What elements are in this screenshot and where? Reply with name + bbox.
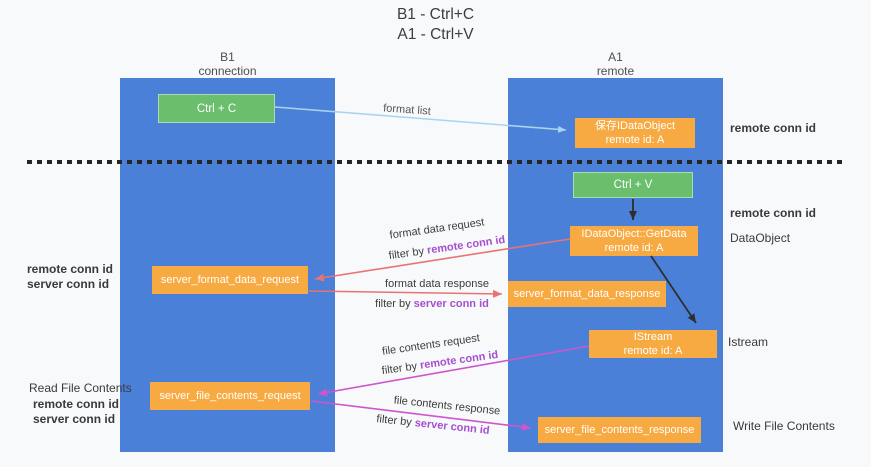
ctrl-c-box: Ctrl + C [158,94,275,123]
format-list-label: format list [382,102,432,118]
getdata-box: IDataObject::GetData remote id: A [570,226,698,256]
diagram-title: B1 - Ctrl+C A1 - Ctrl+V [0,5,871,45]
read-file-contents-label: Read File Contents [29,381,132,395]
server-file-contents-response-box: server_file_contents_response [538,417,701,443]
filter-by-text: filter by [381,359,421,378]
left-server-conn-id-label-1: server conn id [27,277,110,291]
save-dataobject-box: 保存IDataObject remote id: A [575,118,695,148]
remote-conn-id-text: remote conn id [419,348,499,372]
title-line-a1: A1 - Ctrl+V [397,26,474,43]
server-conn-id-text: server conn id [414,417,491,437]
istream-side-label: Istream [728,335,769,349]
format-data-response-label: format data response [385,278,489,290]
left-column-role: connection [198,64,257,78]
istream-box: IStream remote id: A [589,330,717,358]
filter-by-text: filter by [375,413,416,430]
left-server-conn-id-label-2: server conn id [33,412,116,426]
remote-conn-id-text: remote conn id [426,233,506,257]
right-remote-conn-id-label-2: remote conn id [730,206,817,220]
left-remote-conn-id-label-2: remote conn id [33,397,120,411]
server-format-data-response-box: server_format_data_response [508,281,666,307]
server-conn-id-text: server conn id [413,298,489,310]
dataobject-label: DataObject [730,231,791,245]
title-line-b1: B1 - Ctrl+C [396,6,475,23]
left-column-name: B1 [220,50,235,64]
getdata-remote-id: remote id: A [604,242,664,254]
ctrl-v-box: Ctrl + V [573,172,693,198]
left-remote-conn-id-label-1: remote conn id [27,262,114,276]
file-contents-response-filter-label: filter by server conn id [376,413,490,437]
format-data-response-arrow [308,289,503,298]
left-column-header: B1 connection [120,50,335,78]
write-file-contents-label: Write File Contents [733,419,835,433]
istream-title: IStream [633,331,673,343]
getdata-title: IDataObject::GetData [581,228,687,240]
right-column-name: A1 [608,50,623,64]
server-format-data-request-box: server_format_data_request [152,266,308,294]
right-remote-conn-id-label-1: remote conn id [730,121,817,135]
right-column-role: remote [596,64,635,78]
filter-by-text: filter by [388,244,428,263]
save-dataobject-remote-id: remote id: A [605,134,665,146]
save-dataobject-title: 保存IDataObject [594,120,676,132]
format-data-response-filter-label: filter by server conn id [375,298,489,310]
right-column-header: A1 remote [508,50,723,78]
filter-by-text: filter by [375,298,414,310]
istream-remote-id: remote id: A [623,345,683,357]
server-file-contents-request-box: server_file_contents_request [150,382,310,410]
file-contents-response-label: file contents response [393,394,501,418]
